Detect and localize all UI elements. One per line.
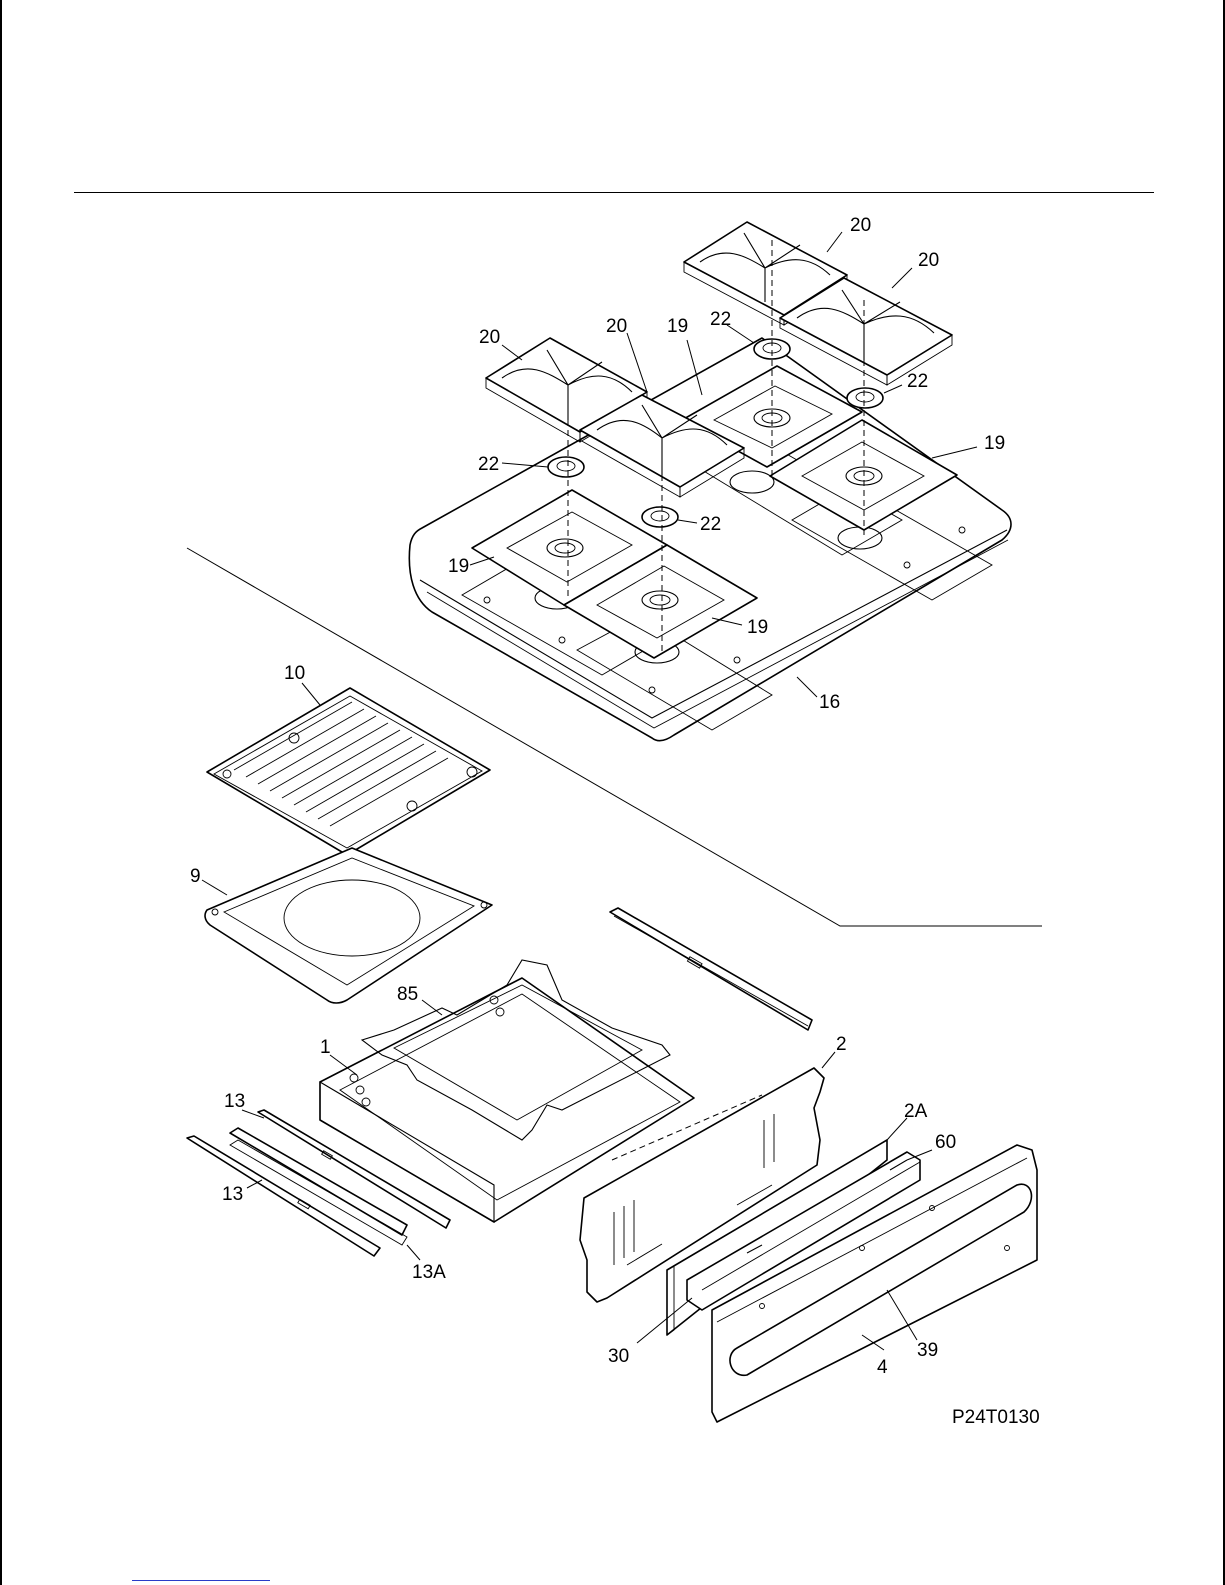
- callout-16: 16: [819, 692, 840, 713]
- callout-19: 19: [984, 433, 1005, 454]
- broiler-insert-10: [207, 688, 490, 855]
- callout-19: 19: [667, 316, 688, 337]
- callout-20: 20: [606, 316, 627, 337]
- callout-9: 9: [190, 866, 201, 887]
- slide-rail-upper: [610, 908, 812, 1030]
- callout-60: 60: [935, 1132, 956, 1153]
- burner-cap-22-d: [847, 388, 883, 408]
- callout-22: 22: [700, 514, 721, 535]
- callout-10: 10: [284, 663, 305, 684]
- callout-13A: 13A: [412, 1262, 446, 1283]
- callout-30: 30: [608, 1346, 629, 1367]
- callout-2A: 2A: [904, 1101, 928, 1122]
- callout-19: 19: [448, 556, 469, 577]
- callout-85: 85: [397, 984, 418, 1005]
- callout-13: 13: [224, 1091, 245, 1112]
- callout-20: 20: [918, 250, 939, 271]
- footer-link-underline[interactable]: [132, 1580, 270, 1581]
- burner-cap-22-a: [548, 457, 584, 477]
- callout-39: 39: [917, 1340, 938, 1361]
- burner-cap-22-b: [642, 507, 678, 527]
- callout-1: 1: [320, 1037, 331, 1058]
- callout-20: 20: [850, 215, 871, 236]
- callout-22: 22: [710, 309, 731, 330]
- callout-22: 22: [478, 454, 499, 475]
- callout-2: 2: [836, 1034, 847, 1055]
- callout-19: 19: [747, 617, 768, 638]
- callout-22: 22: [907, 371, 928, 392]
- callout-13: 13: [222, 1184, 243, 1205]
- callout-20: 20: [479, 327, 500, 348]
- drawing-code: P24T0130: [952, 1407, 1040, 1428]
- callout-4: 4: [877, 1357, 888, 1378]
- broiler-pan-9: [205, 848, 492, 1003]
